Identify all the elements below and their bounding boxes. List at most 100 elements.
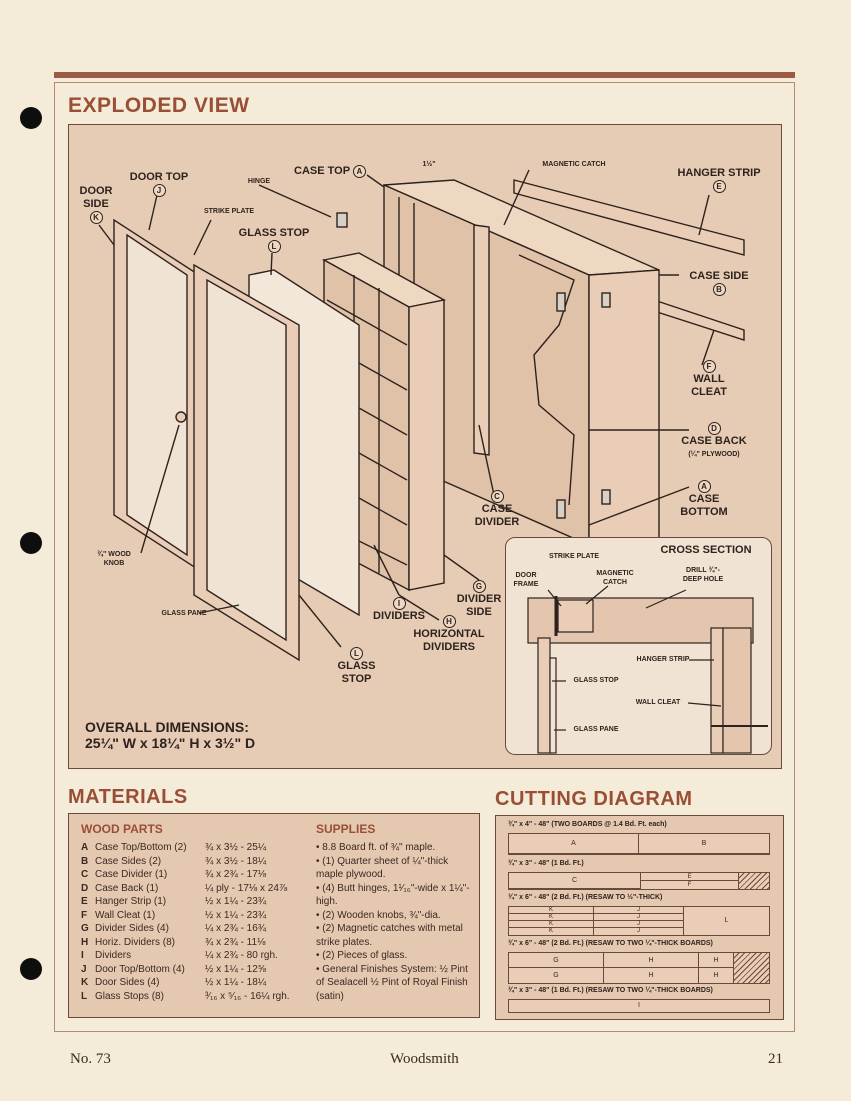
cross-section-inset: CROSS SECTION STRIKE PLATE DOOR FRAME MA… <box>505 537 772 755</box>
part-name: Glass Stops (8) <box>95 990 164 1002</box>
cs-label-glass-pane: GLASS PANE <box>573 726 619 733</box>
cross-section-title: CROSS SECTION <box>660 544 752 556</box>
piece: K <box>509 907 594 914</box>
wood-part: A Case Top/Bottom (2) ¾ x 3½ - 25¼ <box>81 841 316 855</box>
part-badge: A <box>352 165 366 178</box>
part-name: Door Top/Bottom (4) <box>95 963 185 975</box>
cs-label-drill: DRILL ¾"-DEEP HOLE <box>682 567 724 583</box>
cs-label-wall-cleat: WALL CLEAT <box>635 699 681 706</box>
piece: E <box>641 873 739 881</box>
label-note: (¼" PLYWOOD) <box>688 451 740 458</box>
board-title: ¾" x 6" - 48" (2 Bd. Ft.) (RESAW TO TWO … <box>508 940 713 947</box>
part-name: Divider Sides (4) <box>95 923 169 934</box>
part-name: Case Divider (1) <box>95 869 168 880</box>
supply-item: • 8.8 Board ft. of ¾" maple. <box>316 842 436 853</box>
part-dims: ½ x 1¼ - 23¾ <box>205 896 267 907</box>
supply-item: • (1) Quarter sheet of ¼"-thick maple pl… <box>316 855 449 881</box>
part-dims: ¾ x 2¾ - 17⅛ <box>205 869 267 880</box>
footer-publication: Woodsmith <box>390 1051 459 1067</box>
supply-text: 8.8 Board ft. of ¾" maple. <box>322 842 436 853</box>
piece: J <box>594 928 684 935</box>
part-key: I <box>81 950 84 961</box>
piece: L <box>724 917 729 924</box>
piece: H <box>604 953 699 968</box>
cs-label-door-frame: DOOR FRAME <box>513 572 539 588</box>
part-badge: J <box>152 184 166 197</box>
part-dims: ³⁄₁₆ x ⁵⁄₁₆ - 16¼ rgh. <box>205 990 290 1002</box>
waste-area <box>734 953 769 983</box>
part-name: Horiz. Dividers (8) <box>95 936 176 948</box>
supply-text: (2) Pieces of glass. <box>322 950 408 961</box>
piece: F <box>641 881 739 889</box>
part-name: Wall Cleat (1) <box>95 909 156 921</box>
piece: J <box>594 914 684 921</box>
part-dims: ¼ x 2¾ - 80 rgh. <box>205 950 278 961</box>
label-text: CASE BOTTOM <box>680 493 728 518</box>
part-badge: I <box>392 597 406 610</box>
label-text: CASE DIVIDER <box>474 503 520 528</box>
piece: I <box>638 1002 640 1009</box>
part-badge: K <box>89 211 103 224</box>
footer-page-number: 21 <box>768 1051 783 1067</box>
label-text: GLASS STOP <box>337 660 376 685</box>
label-strike-plate: STRIKE PLATE <box>203 208 255 215</box>
part-dims: ¼ x 2¾ - 16¾ <box>205 923 267 934</box>
label-text: HORIZONTAL DIVIDERS <box>413 628 485 653</box>
part-key: A <box>81 842 89 853</box>
wood-part: C Case Divider (1) ¾ x 2¾ - 17⅛ <box>81 868 316 882</box>
page-frame <box>54 82 795 1032</box>
part-key: L <box>81 990 88 1002</box>
part-dims: ½ x 1¼ - 23¾ <box>205 909 267 921</box>
part-key: F <box>81 909 88 921</box>
supply-item: • (4) Butt hinges, 1¹⁄₁₆"-wide x 1¼"-hig… <box>316 882 470 908</box>
label-text: CASE TOP <box>294 165 350 177</box>
label-text: DOOR TOP <box>129 171 189 183</box>
label-text: GLASS STOP <box>238 227 310 239</box>
supply-item: • (2) Magnetic catches with metal strike… <box>316 923 463 948</box>
label-gap-dimension: 1½" <box>422 161 436 168</box>
wood-part: F Wall Cleat (1) ½ x 1¼ - 23¾ <box>81 909 316 923</box>
overall-dimensions: OVERALL DIMENSIONS: 25¼" W x 18¼" H x 3½… <box>85 719 255 751</box>
top-rule <box>54 72 795 78</box>
part-badge: F <box>702 360 716 373</box>
part-badge: D <box>707 422 721 435</box>
part-key: C <box>81 869 89 880</box>
supply-text: General Finishes System: ½ Pint of Seala… <box>316 963 468 1002</box>
label-text: CASE SIDE <box>689 270 749 282</box>
supply-text: (2) Magnetic catches with metal strike p… <box>316 923 463 948</box>
part-key: K <box>81 977 89 988</box>
part-name: Hanger Strip (1) <box>95 896 167 907</box>
part-dims: ¾ x 3½ - 25¼ <box>205 842 267 853</box>
exploded-view-heading: EXPLODED VIEW <box>68 94 250 117</box>
overall-dimensions-value: 25¼" W x 18¼" H x 3½" D <box>85 735 256 751</box>
part-dims: ½ x 1¼ - 12⅝ <box>205 963 267 975</box>
cs-label-magnetic-catch: MAGNETIC CATCH <box>596 570 634 586</box>
cross-section-illustration <box>527 585 768 754</box>
piece: K <box>509 928 594 935</box>
piece: K <box>509 914 594 921</box>
part-name: Case Top/Bottom (2) <box>95 842 187 853</box>
piece: K <box>509 921 594 928</box>
wood-parts-title: WOOD PARTS <box>81 822 163 836</box>
supply-text: (4) Butt hinges, 1¹⁄₁₆"-wide x 1¼"-high. <box>316 882 470 908</box>
piece: A <box>509 834 639 854</box>
cs-label-strike-plate: STRIKE PLATE <box>548 553 600 560</box>
footer-issue: No. 73 <box>70 1051 111 1067</box>
supply-text: (1) Quarter sheet of ¼"-thick maple plyw… <box>316 855 449 881</box>
part-dims: ¾ x 3½ - 18¼ <box>205 855 267 867</box>
binder-hole <box>20 958 42 980</box>
part-dims: ½ x 1¼ - 18¼ <box>205 977 267 988</box>
board-4: G H H G H H <box>508 952 770 984</box>
label-text: DIVIDER SIDE <box>456 593 502 618</box>
part-badge: G <box>472 580 486 593</box>
part-dims: ¾ x 2¾ - 11⅛ <box>205 936 266 948</box>
